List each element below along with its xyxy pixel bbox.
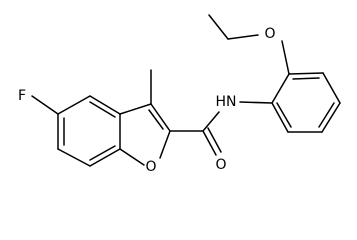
bond-c2-c3 bbox=[150, 103, 171, 132]
bond-aryl-nh bbox=[239, 101, 273, 104]
carbonyl-oxygen-label: O bbox=[215, 157, 226, 173]
bond-o-aryl bbox=[281, 40, 290, 75]
bond-r5-r6 bbox=[271, 102, 289, 133]
bond-ethyl-ch3-ch2 bbox=[208, 14, 229, 40]
bond-o-c2 bbox=[159, 130, 171, 159]
bond-c6-c7 bbox=[57, 148, 91, 167]
bond-c7a-o bbox=[119, 148, 145, 166]
bond-ethyl-ch2-o bbox=[227, 34, 259, 40]
bond-r5-r6-double bbox=[276, 102, 292, 128]
atom-labels: O HN O O F bbox=[18, 26, 276, 175]
molecule-canvas: O HN O O F bbox=[17, 14, 341, 175]
bond-carbonyl-o-1 bbox=[202, 130, 217, 156]
bond-nh-carbonyl bbox=[202, 111, 220, 132]
bond-c4-c5 bbox=[57, 95, 91, 115]
molecule-structure: O HN O O F bbox=[18, 14, 341, 175]
bond-lines bbox=[31, 14, 341, 167]
bond-carbonyl-o-2 bbox=[207, 127, 222, 153]
bond-r1-r2-double bbox=[292, 77, 320, 80]
bond-r6-r1 bbox=[271, 73, 290, 104]
bond-c7-c7a-double bbox=[89, 145, 116, 161]
bond-c2-c3-double bbox=[148, 109, 164, 130]
ether-oxygen-label: O bbox=[264, 26, 275, 42]
bond-c5-fluorine bbox=[31, 95, 59, 115]
bond-r3-r4-double bbox=[318, 102, 335, 128]
bond-c7-c7a bbox=[89, 148, 121, 167]
furan-oxygen-label: O bbox=[145, 159, 156, 175]
bond-r2-r3 bbox=[322, 72, 341, 104]
bond-r1-r2 bbox=[288, 72, 324, 75]
amide-nitrogen-label: HN bbox=[216, 94, 237, 110]
bond-r3-r4 bbox=[321, 102, 341, 133]
bond-c3a-c4 bbox=[89, 95, 121, 115]
bond-c3-c3a bbox=[119, 103, 152, 115]
bond-c3a-c4-double bbox=[89, 101, 116, 118]
fluorine-label: F bbox=[18, 88, 26, 104]
